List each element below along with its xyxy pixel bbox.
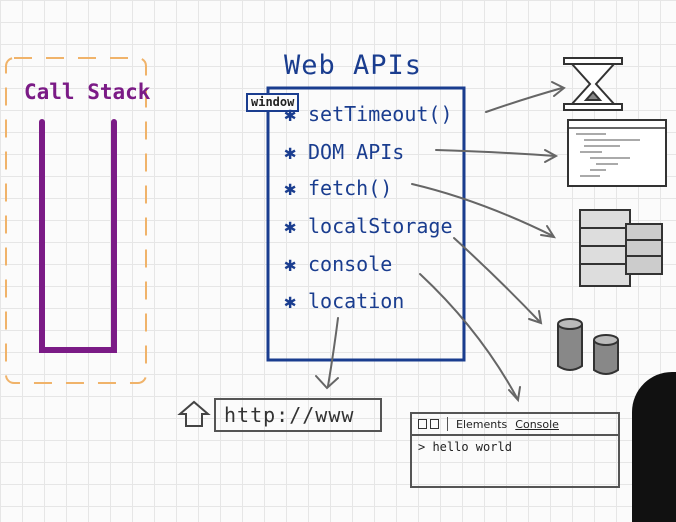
api-item-label: location [308, 289, 405, 313]
arrows [315, 81, 566, 403]
arrow-location-url [327, 317, 339, 387]
api-item-settimeout: ✱ setTimeout() [284, 102, 453, 126]
arrow-localstorage-database [453, 237, 541, 323]
hourglass-icon [563, 57, 623, 111]
api-item-label: DOM APIs [308, 140, 405, 164]
api-item-label: fetch() [308, 176, 393, 200]
bullet-star-icon: ✱ [284, 176, 297, 200]
presenter-silhouette [632, 372, 676, 522]
tab-console: Console [515, 417, 559, 431]
arrow-console-devtools [419, 273, 518, 399]
bullet-star-icon: ✱ [284, 102, 297, 126]
arrow-head [508, 386, 521, 403]
api-item-location: ✱ location [284, 289, 404, 313]
divider [447, 417, 448, 431]
bullet-star-icon: ✱ [284, 140, 297, 164]
window-label: window [246, 93, 300, 112]
api-item-label: setTimeout() [308, 102, 453, 126]
devtools-panel: Elements Console > hello world [410, 412, 620, 488]
arrow-head [540, 225, 557, 239]
call-stack-container [39, 119, 117, 353]
server-rack-icon [579, 209, 663, 287]
api-item-fetch: ✱ fetch() [284, 176, 392, 200]
call-stack-dashed-border [5, 57, 147, 384]
web-apis-title: Web APIs [284, 50, 423, 81]
api-item-label: console [308, 252, 393, 276]
database-icon [557, 318, 619, 375]
api-item-label: localStorage [308, 214, 453, 238]
tab-elements: Elements [456, 417, 508, 431]
arrow-fetch-server [411, 183, 554, 237]
api-item-localstorage: ✱ localStorage [284, 214, 453, 238]
inspect-icon [418, 419, 427, 429]
arrow-dom-document [435, 149, 556, 157]
arrow-head [315, 375, 339, 390]
web-apis-box [266, 86, 466, 362]
up-arrow-icon [177, 400, 211, 427]
arrow-head [551, 81, 566, 97]
bullet-star-icon: ✱ [284, 214, 297, 238]
console-output: > hello world [418, 440, 512, 454]
diagram-canvas [5, 57, 667, 427]
arrow-settimeout-hourglass [485, 87, 563, 113]
arrow-head [528, 310, 543, 325]
arrow-head [544, 149, 559, 163]
bullet-star-icon: ✱ [284, 289, 297, 313]
bullet-star-icon: ✱ [284, 252, 297, 276]
api-item-console: ✱ console [284, 252, 392, 276]
html-document-icon [567, 119, 667, 187]
device-toggle-icon [430, 419, 439, 429]
api-item-dom-apis: ✱ DOM APIs [284, 140, 404, 164]
call-stack-title: Call Stack [24, 80, 151, 104]
devtools-toolbar: Elements Console [412, 414, 618, 436]
url-bar: http://www [214, 398, 382, 432]
